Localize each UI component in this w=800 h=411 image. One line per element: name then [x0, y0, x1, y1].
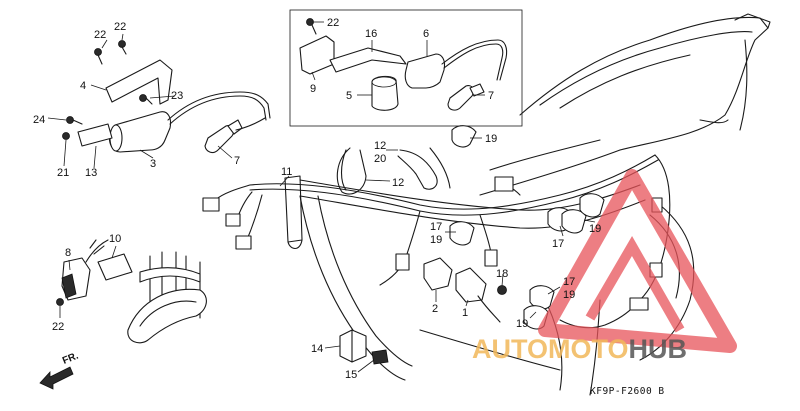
callout-19: 19	[563, 289, 575, 301]
front-arrow-icon	[39, 366, 74, 390]
callout-21: 21	[57, 167, 69, 179]
rubber-band	[371, 75, 399, 111]
front-indicator: FR.	[61, 350, 80, 366]
clip-icons	[449, 125, 605, 330]
callout-1: 1	[462, 307, 468, 319]
harness-band-right	[397, 149, 438, 190]
callout-17: 17	[430, 221, 442, 233]
grommet	[497, 285, 507, 295]
callout-18: 18	[496, 268, 508, 280]
spark-plug-cap-inset	[447, 83, 485, 111]
callout-17: 17	[563, 276, 575, 288]
connector-e	[484, 249, 498, 267]
callout-10: 10	[109, 233, 121, 245]
callout-2: 2	[432, 303, 438, 315]
connector-cover	[423, 257, 453, 291]
cdi-bracket	[329, 47, 407, 73]
callout-22: 22	[94, 29, 106, 41]
connector-b	[225, 213, 241, 227]
callout-19: 19	[589, 223, 601, 235]
watermark-text-part1: AUTOMOTO	[472, 334, 629, 364]
leader-lines	[47, 21, 596, 373]
coil-bracket	[105, 59, 173, 105]
watermark-logo-icon	[538, 169, 737, 353]
callout-6: 6	[423, 28, 429, 40]
ignition-coil	[77, 91, 271, 153]
harness-band-right-strap	[429, 147, 451, 189]
callout-11: 11	[281, 166, 292, 178]
callout-14: 14	[311, 343, 323, 355]
callout-19: 19	[430, 234, 442, 246]
inset-box	[289, 9, 523, 127]
callout-7: 7	[488, 90, 494, 102]
watermark-text-part2: HUB	[629, 334, 688, 364]
callout-22: 22	[327, 17, 339, 29]
bolt-icons	[56, 18, 317, 306]
callout-8: 8	[65, 247, 71, 259]
starter-relay	[339, 329, 367, 363]
harness-band-left-strap	[340, 149, 347, 191]
connector-a	[202, 197, 220, 212]
callout-12: 12	[374, 140, 386, 152]
connector-c	[235, 235, 252, 250]
spark-plug-cap-left	[204, 117, 266, 154]
callout-22: 22	[114, 21, 126, 33]
callout-15: 15	[345, 369, 357, 381]
ignition-coil-inset	[404, 39, 508, 89]
connector-h	[629, 297, 649, 311]
callout-19: 19	[485, 133, 497, 145]
callout-16: 16	[365, 28, 377, 40]
callout-24: 24	[33, 114, 45, 126]
callout-labels: 22 22 4 23 24 21 13 3 7 11 22 16 9 5 6 7…	[33, 17, 601, 381]
frame-outline	[284, 13, 771, 396]
watermark-text: AUTOMOTOHUB	[472, 334, 687, 364]
drawing-code: KF9P-F2600 B	[590, 386, 665, 397]
callout-5: 5	[346, 90, 352, 102]
callout-3: 3	[150, 158, 156, 170]
callout-4: 4	[80, 80, 86, 92]
handlebar-switch-assembly	[61, 239, 207, 344]
callout-22: 22	[52, 321, 64, 333]
regulator-rectifier	[455, 267, 487, 303]
callout-20: 20	[374, 153, 386, 165]
callout-23: 23	[171, 90, 183, 102]
connector-d	[494, 176, 514, 192]
cdi-unit	[299, 35, 335, 75]
callout-13: 13	[85, 167, 97, 179]
callout-7: 7	[234, 155, 240, 167]
relay-connector	[371, 349, 389, 365]
callout-19: 19	[516, 318, 528, 330]
callout-12: 12	[392, 177, 404, 189]
harness-band-left	[336, 147, 367, 195]
callout-17: 17	[552, 238, 564, 250]
connector-f	[395, 253, 410, 271]
callout-9: 9	[310, 83, 316, 95]
